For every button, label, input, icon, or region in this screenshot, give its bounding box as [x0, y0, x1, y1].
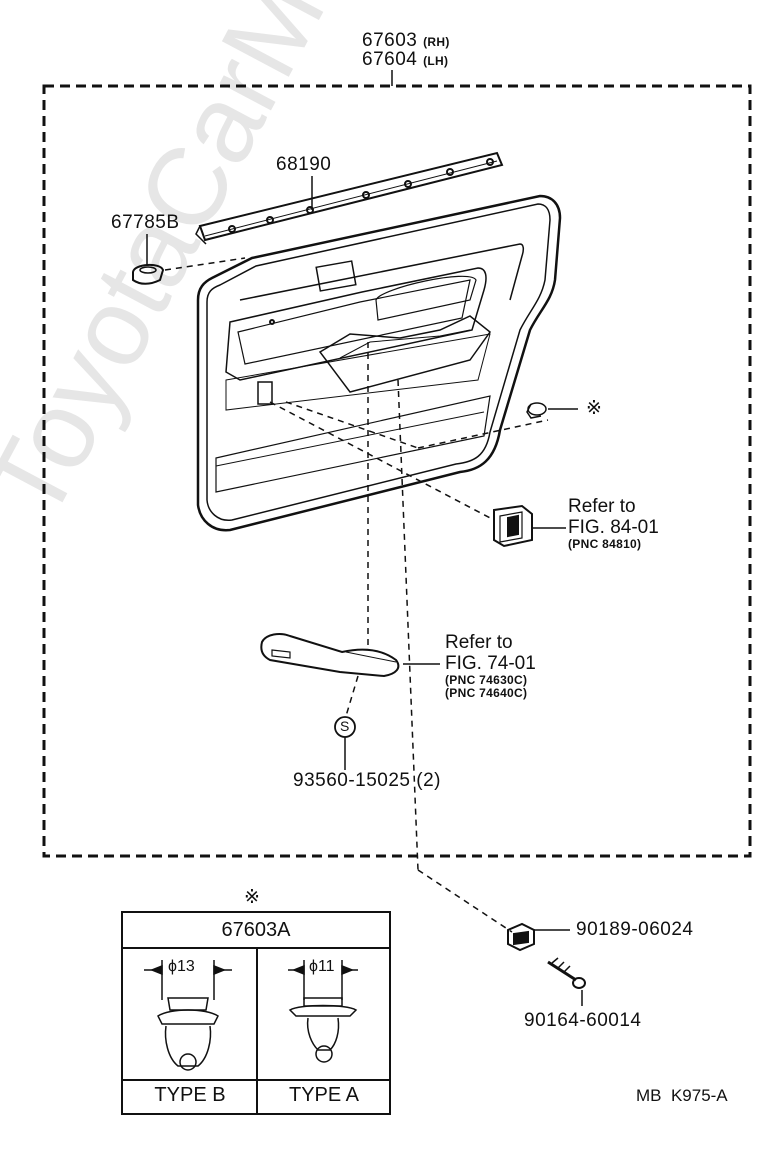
- switch-ref-line2: FIG. 84-01: [568, 517, 659, 538]
- handle-ref-pnc-1: (PNC 74630C): [445, 673, 528, 687]
- switch-ref-line1: Refer to: [568, 496, 636, 517]
- assembly-lh-label: 67604 (LH): [362, 49, 448, 71]
- nut-part-number: 90189-06024: [576, 919, 694, 940]
- clip-table-symbol: ※: [244, 887, 261, 908]
- assembly-rh-label: 67603 (RH): [362, 30, 450, 52]
- type-b-label: TYPE B: [154, 1084, 226, 1106]
- type-a-label: TYPE A: [288, 1084, 360, 1106]
- weatherstrip-part-number: 68190: [276, 154, 332, 175]
- screw-symbol: S: [340, 718, 350, 734]
- cover-illustration: [132, 264, 165, 285]
- nut-illustration: [507, 922, 535, 952]
- handle-ref-line2: FIG. 74-01: [445, 653, 536, 674]
- type-a-clip-illustration: [288, 960, 358, 1063]
- assembly-lh-suffix: (LH): [423, 54, 449, 68]
- assembly-lh-part-number: 67604: [362, 49, 418, 70]
- weatherstrip-illustration: [195, 151, 504, 245]
- diagram-code: MB K975-A: [636, 1086, 728, 1105]
- assembly-rh-part-number: 67603: [362, 30, 418, 51]
- type-b-dimension: ϕ13: [168, 958, 195, 975]
- clip-illustration: [526, 402, 547, 419]
- handle-ref-pnc-2: (PNC 74640C): [445, 686, 528, 700]
- switch-reference: Refer to FIG. 84-01 (PNC 84810): [568, 496, 659, 551]
- clip-type-table: [121, 911, 391, 1115]
- type-a-dimension: ϕ11: [309, 958, 335, 975]
- assembly-boundary: [42, 84, 752, 858]
- cover-part-number: 67785B: [111, 212, 180, 233]
- bolt-part-number: 90164-60014: [524, 1010, 642, 1031]
- handle-reference: Refer to FIG. 74-01 (PNC 74630C) (PNC 74…: [445, 632, 536, 700]
- door-trim-panel-illustration: [196, 194, 562, 532]
- assembly-rh-suffix: (RH): [423, 35, 450, 49]
- handle-ref-line1: Refer to: [445, 632, 513, 653]
- switch-ref-pnc: (PNC 84810): [568, 537, 642, 551]
- screw-part-number: 93560-15025 (2): [293, 770, 441, 791]
- clip-symbol: ※: [586, 398, 603, 419]
- switch-illustration: [493, 504, 533, 548]
- handle-illustration: [260, 633, 400, 678]
- clip-table-part-number: 67603A: [221, 919, 291, 941]
- bolt-illustration: [547, 957, 586, 989]
- type-b-clip-illustration: [144, 960, 232, 1071]
